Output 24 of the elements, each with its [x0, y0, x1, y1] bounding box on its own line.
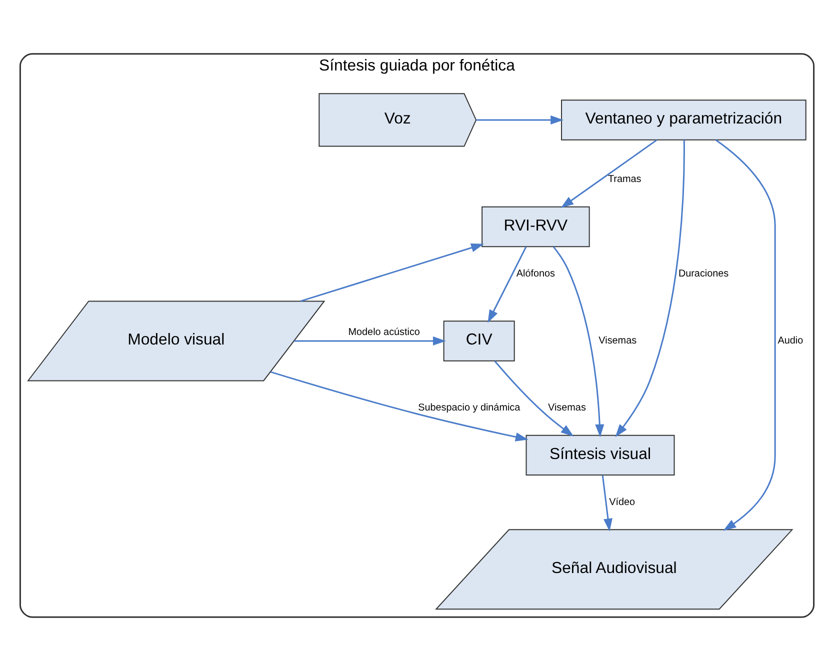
node-box: Ventaneo y parametrización	[561, 100, 806, 140]
arrow	[300, 243, 484, 302]
node-box: Síntesis visual	[526, 434, 675, 476]
node-box: RVI-RVV	[482, 206, 590, 248]
arrow	[602, 475, 612, 532]
edge-label: Visemas	[548, 402, 586, 414]
edge-label: Audio	[778, 335, 804, 346]
arrow	[552, 246, 604, 438]
arrow	[294, 336, 446, 346]
node-box: CIV	[443, 320, 515, 362]
arrow	[494, 360, 574, 436]
arrow	[615, 140, 685, 438]
edge-label: Tramas	[608, 174, 642, 186]
edge-label: Modelo acústico	[348, 327, 420, 338]
arrow	[476, 115, 564, 124]
edge-label: Subespacio y dinámica	[418, 402, 520, 414]
arrow	[560, 139, 658, 208]
edge-label: Vídeo	[609, 496, 636, 508]
arrow	[488, 246, 527, 323]
arrow	[715, 139, 776, 531]
edge-label: Duraciones	[678, 268, 729, 280]
edge-label: Alófonos	[516, 268, 556, 280]
arrow	[270, 371, 528, 442]
edge-label: Visemas	[598, 335, 637, 346]
